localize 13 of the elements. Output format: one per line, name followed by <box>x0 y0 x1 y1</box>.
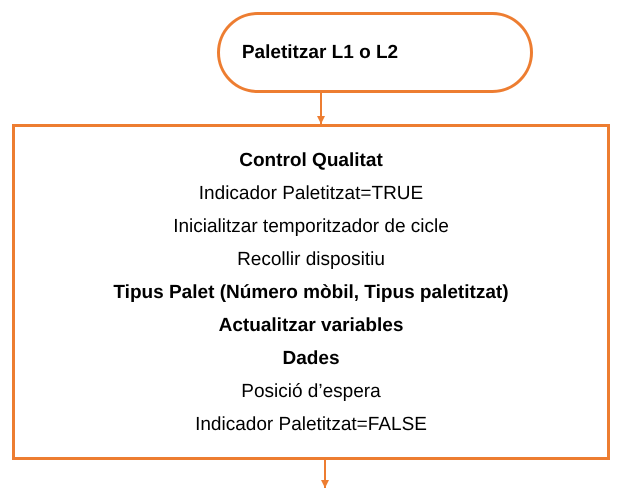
node-text: Dades <box>282 346 340 370</box>
node-text: Indicador Paletitzat=TRUE <box>198 182 424 206</box>
node-text: Indicador Paletitzat=FALSE <box>195 412 427 436</box>
node-text: Paletitzar L1 o L2 <box>242 41 398 65</box>
process-box <box>12 124 610 460</box>
arrow <box>317 93 325 124</box>
node-text: Posició d’espera <box>241 380 381 404</box>
node-text: Actualitzar variables <box>218 314 404 338</box>
node-text: Control Qualitat <box>239 148 383 172</box>
node-text: Recollir dispositiu <box>237 248 385 272</box>
node-text: Inicialitzar temporitzador de cicle <box>173 214 449 238</box>
node-text: Tipus Palet (Número mòbil, Tipus paletitzat) <box>113 280 509 304</box>
arrow <box>321 460 329 488</box>
